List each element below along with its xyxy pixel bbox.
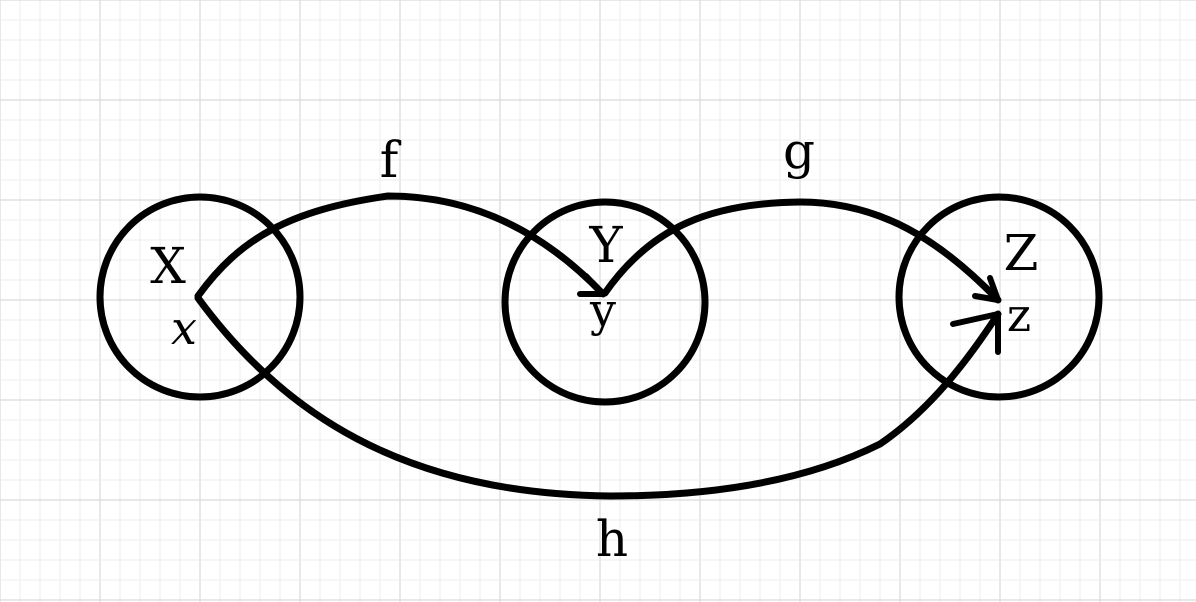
set-z-circle (895, 193, 1103, 401)
map-f-label: f (380, 131, 402, 189)
arrow-g (601, 198, 1002, 304)
set-x-label: X (150, 237, 186, 295)
arrow-h (194, 294, 1002, 500)
set-z-label: Z (1004, 224, 1039, 282)
arrow-g-head (972, 275, 1001, 303)
set-y-circle (501, 198, 709, 406)
map-h-label: h (596, 510, 628, 568)
arrow-h-head (950, 311, 1001, 355)
element-y-label: y (589, 283, 616, 337)
set-y-label: Y (588, 216, 623, 274)
arrow-f (194, 192, 607, 300)
element-x-label: x (171, 301, 197, 355)
element-z-label: z (1007, 288, 1031, 342)
map-g-label: g (783, 122, 815, 180)
set-x-circle (96, 193, 304, 401)
